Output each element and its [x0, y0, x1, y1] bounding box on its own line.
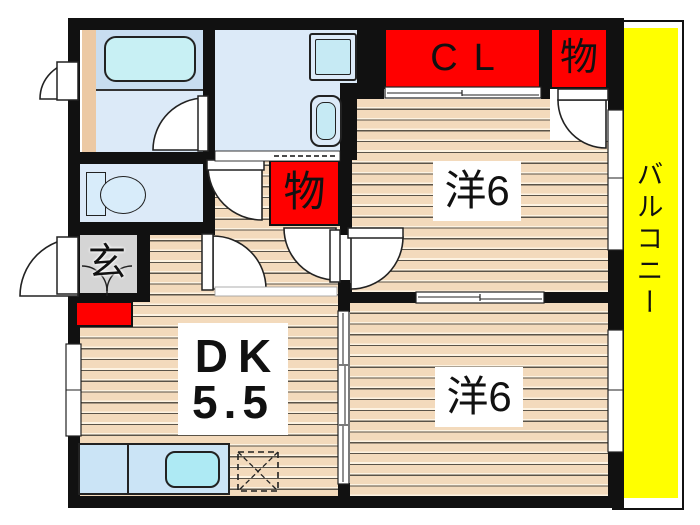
- wall-closet-left: [357, 18, 384, 99]
- western-top-door-panel: [347, 227, 404, 239]
- wall-top: [68, 18, 624, 30]
- front-door-panel: [56, 236, 79, 295]
- bathroom-door-swing: [152, 97, 206, 151]
- storage-top-door-swing: [557, 99, 607, 149]
- closet-cl-label: CL: [430, 36, 511, 79]
- western-top-door-swing: [350, 236, 404, 290]
- entrance-label: 玄: [87, 242, 126, 284]
- wall-toilet-entrance: [68, 222, 215, 235]
- refrigerator-space-diag2: [237, 451, 279, 492]
- shoe-cabinet: [75, 301, 133, 327]
- storage-hall-door-panel: [329, 229, 341, 283]
- wall-entrance-right: [137, 235, 150, 301]
- kitchen-sink: [165, 451, 220, 488]
- western-bottom-balcony-window: [607, 329, 624, 453]
- toilet-bowl: [100, 176, 146, 214]
- wall-entrance-bottom: [68, 293, 150, 302]
- closet-cl: [384, 28, 541, 89]
- storage-top-door-panel: [557, 88, 609, 101]
- bathroom-door-panel: [197, 95, 209, 152]
- wall-dk-western-bottom-stub: [338, 483, 350, 507]
- washbasin-bowl: [316, 102, 336, 140]
- closet-sliding-door: [384, 86, 542, 99]
- dk-label-name: DK: [194, 330, 282, 382]
- storage-top-label: 物: [559, 36, 598, 79]
- hall-dk-threshold: [214, 286, 338, 297]
- wall-bath-toilet: [68, 152, 215, 164]
- wall-washroom-right: [340, 83, 357, 160]
- hall-door-swing: [212, 235, 267, 290]
- washroom-door-panel: [206, 159, 265, 171]
- hall-door-panel: [201, 233, 214, 291]
- wall-hall-western: [340, 160, 352, 235]
- storage-hall-label: 物: [283, 168, 326, 215]
- storage-top: [550, 28, 608, 89]
- bathtub: [104, 36, 196, 82]
- storage-hall: [269, 160, 340, 226]
- wall-dk-western-top-stub: [338, 280, 350, 312]
- washing-machine-pan-inner: [315, 39, 351, 75]
- dk-western-sliding-door: [337, 310, 350, 485]
- western-room-bottom-label: 洋6: [435, 367, 523, 427]
- western-room-top-label: 洋6: [433, 161, 521, 221]
- western-top-balcony-window: [607, 109, 624, 251]
- refrigerator-space: [237, 451, 279, 492]
- washroom-door-swing: [207, 165, 263, 221]
- storage-hall-door-swing: [283, 227, 337, 281]
- kitchen-counter-divider: [127, 443, 129, 495]
- dk-label-size: 5.5: [192, 376, 274, 428]
- balcony-deck: [620, 28, 678, 498]
- balcony-label: バルコニー: [632, 160, 663, 320]
- wall-closet-divider: [541, 28, 550, 99]
- side-door-panel: [56, 61, 79, 101]
